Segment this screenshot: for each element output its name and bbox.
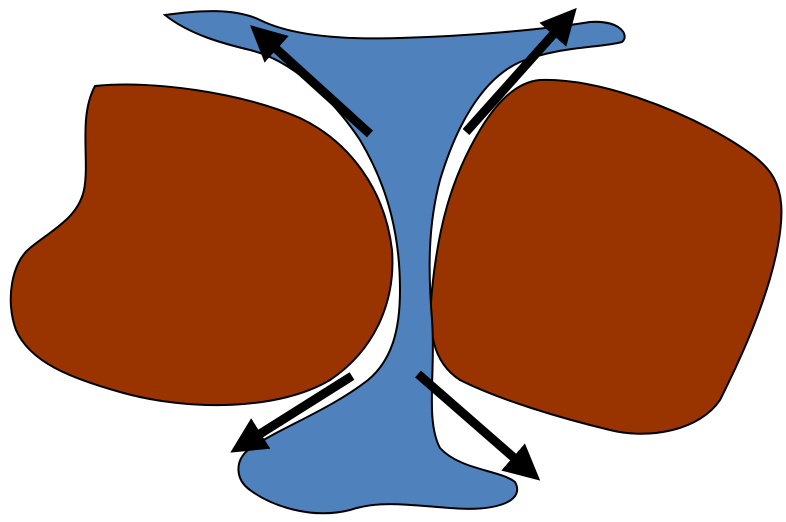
right-blob: [431, 80, 782, 434]
left-blob: [11, 84, 393, 405]
